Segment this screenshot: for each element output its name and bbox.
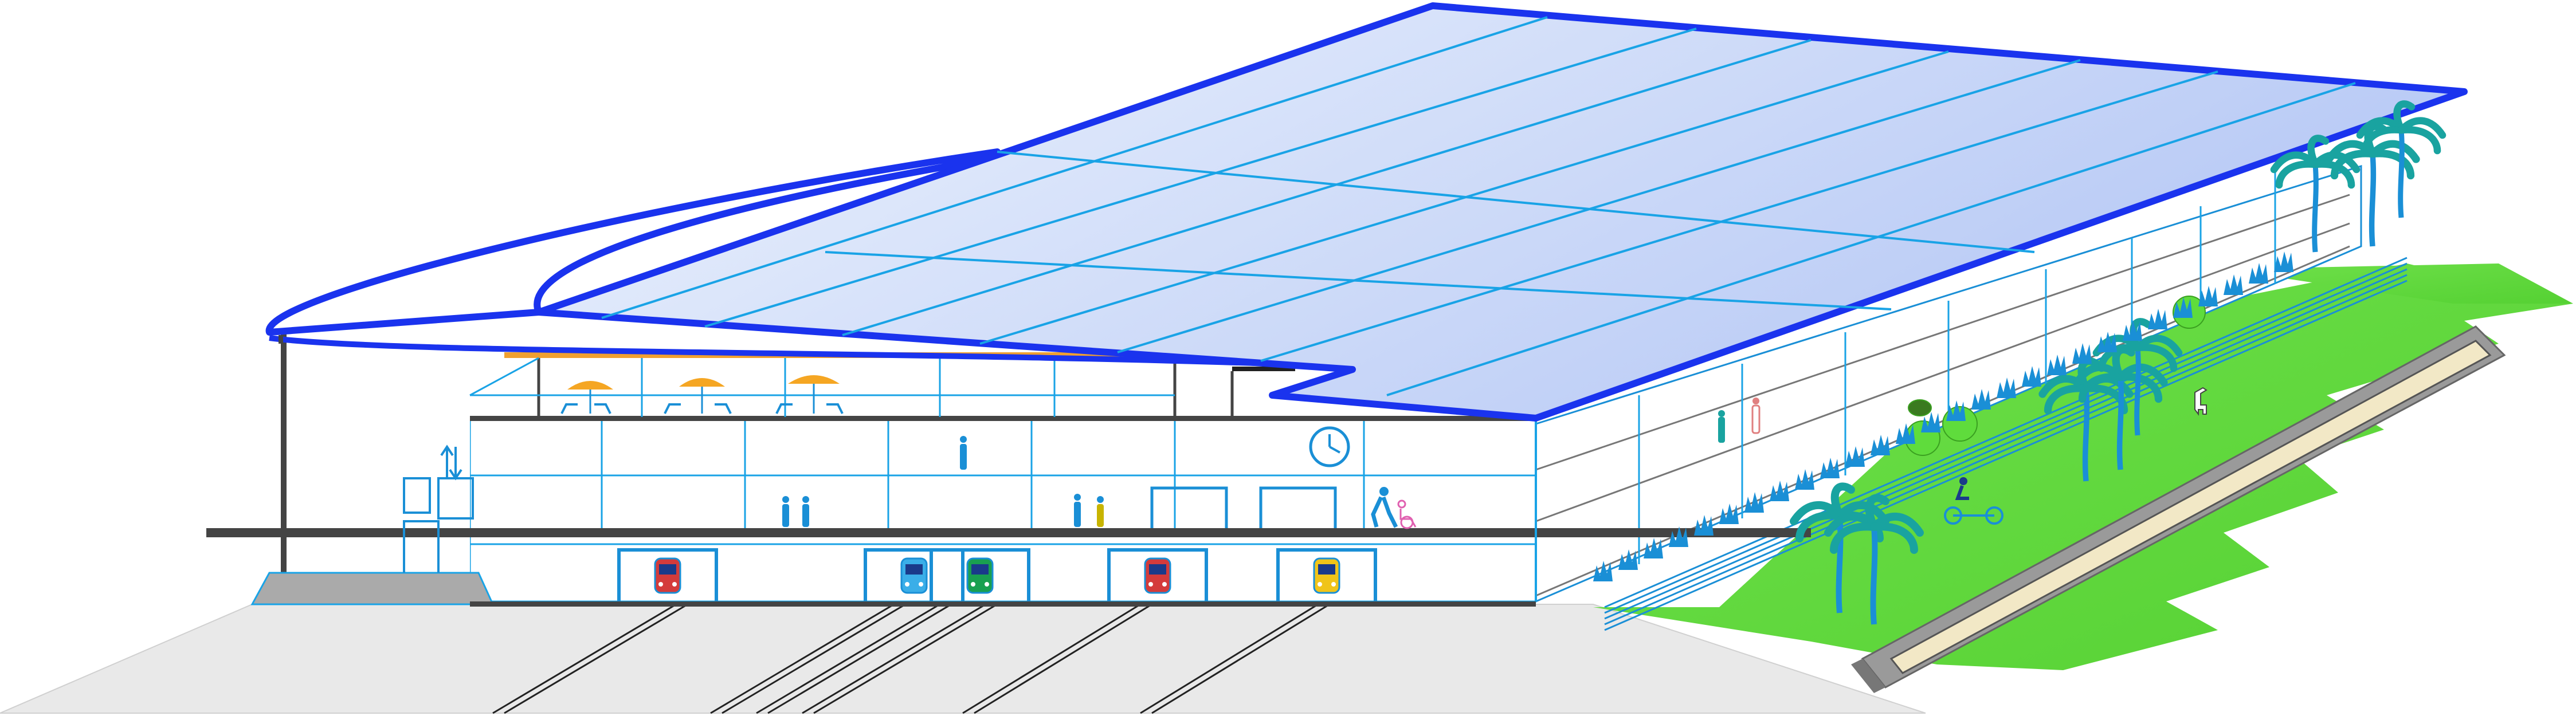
rail-tracks [492,603,1330,714]
ground-plane [0,604,1926,714]
upper-slab [470,416,1536,421]
hedge-figure [1871,435,1890,455]
pedestrian-icon [960,436,967,470]
train-front-icon [617,548,718,601]
hedge-figure [1946,400,1966,421]
hedge-figure [1593,561,1613,581]
palm-tree-icon [2270,135,2361,253]
palm-trees [1790,100,2446,625]
hedge-figure [1795,469,1814,490]
left-plinth [250,572,495,605]
trains [617,548,1377,601]
pedestrians [782,398,1761,528]
hedge-figure [2148,309,2167,329]
ground-slab [470,601,1536,607]
hedge-figure [1719,503,1739,524]
pedestrian-icon [1097,496,1104,527]
terrace-cafe [560,375,844,414]
llama-icon [2194,387,2208,416]
hedge-figure [1896,423,1915,444]
hedge-figure [2224,274,2243,295]
train-front-icon [864,548,964,601]
roof-main-plane [535,2,2468,422]
hedge-figure [1770,481,1789,501]
hedge-figure [1669,526,1688,547]
pedestrian-icon [1718,410,1725,443]
train-front-icon [1107,548,1208,601]
palm-tree-icon [2073,345,2168,470]
bank-rails [1604,257,2408,631]
palm-tree-icon [1824,494,1924,625]
hedge-figure [2274,251,2293,272]
train-front-icon [1276,548,1377,601]
umbrella-table-icon [664,378,732,414]
hedge-figure [2249,263,2268,284]
hedge-figure [2173,297,2193,318]
pedestrian-icon [782,496,789,527]
hedge-figure [1744,492,1764,513]
hedge-figure [2022,366,2041,387]
hedge-figure [2097,332,2117,352]
pedestrian-icon [1371,487,1398,528]
hedge-figure [2123,320,2142,341]
hedge-figure [1845,446,1865,467]
cyclist-icon [1944,477,2003,525]
concourse-slab [206,528,1811,537]
bush-icon [1942,406,1978,442]
pedestrian-icon [802,496,809,527]
clock-icon [1309,426,1350,467]
wheelchair-icon [1397,499,1417,529]
hedge-figure [1618,549,1638,570]
hedge-figure [1694,515,1714,536]
train-front-icon [930,548,1030,601]
umbrella-table-icon [560,381,613,414]
tunnel-portal [1851,325,2506,693]
hedge-figure [2047,355,2067,375]
hedge [1593,251,2293,581]
hedge-figure [1644,538,1663,558]
pedestrian-icon [1074,494,1081,527]
hedge-figure [2198,286,2218,306]
roof [265,2,2468,422]
roof-left-sail [265,148,1001,336]
palm-tree-icon [2038,357,2134,482]
escalator-up-down-icon [403,444,474,573]
pedestrian-icon [1751,398,1761,434]
umbrella-table-icon [775,375,844,414]
hedge-figure [1997,377,2016,398]
hedge-figure [1820,458,1840,478]
palm-tree-icon [2356,100,2446,218]
hedge-figure [2072,343,2092,364]
building-body [206,332,1811,607]
hedge-figure [1971,389,1991,410]
hedge-figure [1921,412,1940,432]
concourse-gates [1150,486,1337,528]
